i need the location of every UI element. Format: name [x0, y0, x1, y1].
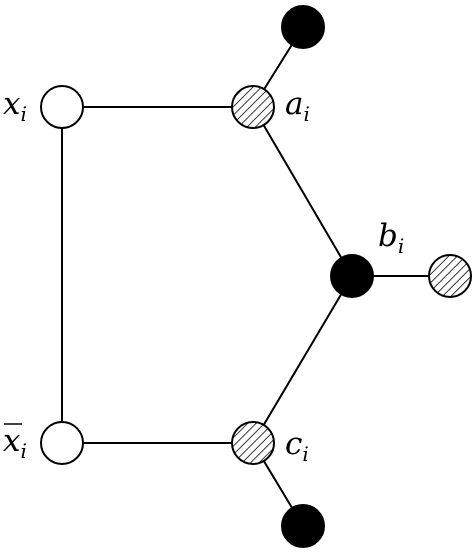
node-x	[40, 85, 84, 129]
node-b-pendant	[428, 254, 472, 298]
label-a: ai	[285, 86, 310, 126]
node-a-pendant	[281, 5, 325, 49]
label-b: bi	[378, 218, 404, 258]
labels: xi xi ai bi ci	[3, 86, 404, 466]
label-x: xi	[3, 86, 27, 126]
node-x-bar	[40, 421, 84, 465]
edge-b-c	[252, 275, 353, 444]
edge-a-b	[252, 106, 353, 277]
svg-text:xi: xi	[3, 423, 27, 463]
node-b	[330, 254, 374, 298]
node-c-pendant	[281, 504, 325, 548]
label-x-bar: xi	[3, 423, 27, 463]
node-a	[231, 85, 275, 129]
node-c	[231, 421, 275, 465]
nodes	[40, 5, 472, 548]
label-c: ci	[285, 426, 309, 466]
